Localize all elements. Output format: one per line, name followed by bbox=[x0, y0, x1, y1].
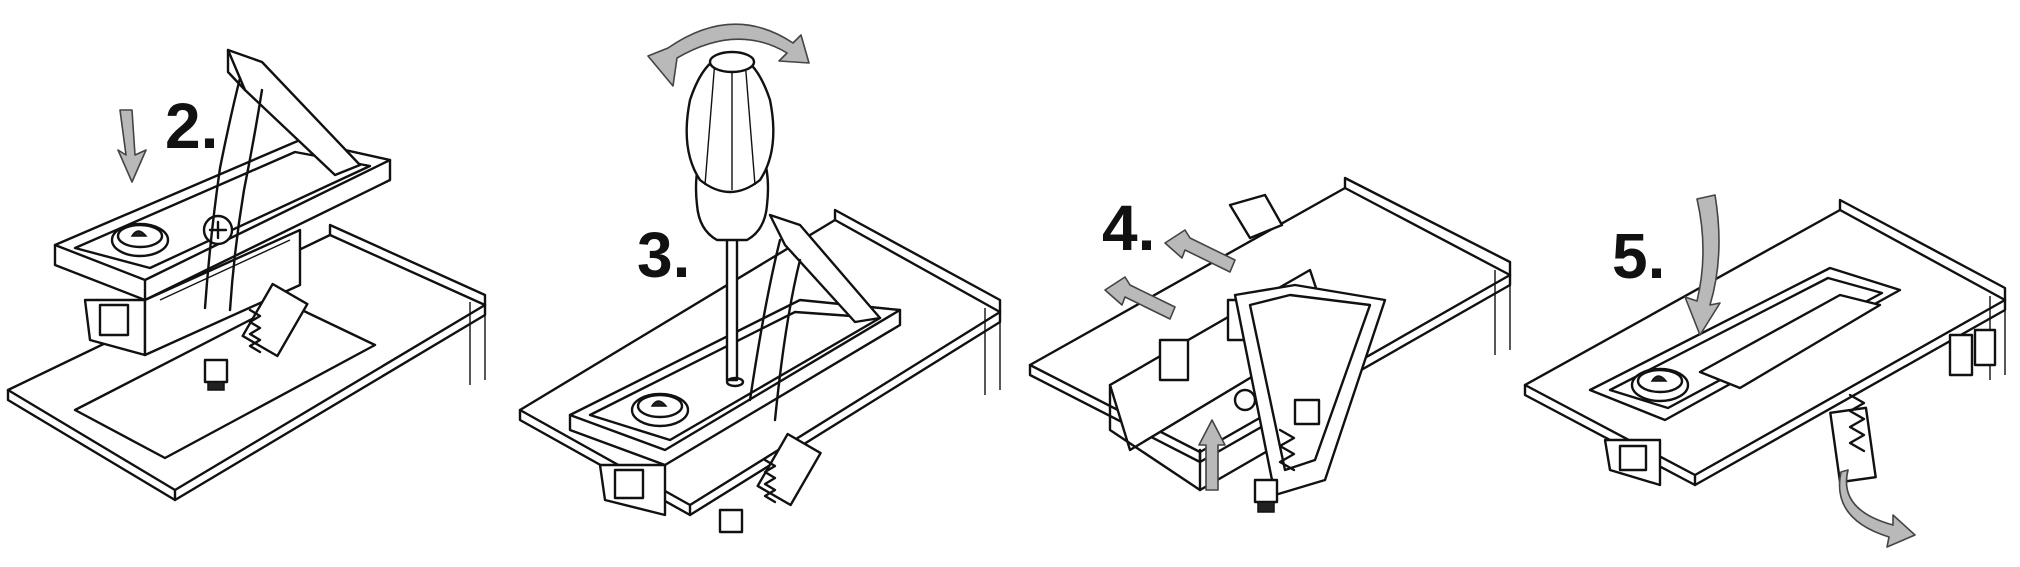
screwdriver bbox=[685, 50, 775, 388]
rotation-arrow-icon bbox=[647, 23, 810, 87]
step-5-latch-closed bbox=[1588, 266, 1997, 487]
step-3-panel: 3. bbox=[518, 23, 1002, 534]
step-5-panel: 5. bbox=[1523, 194, 2007, 548]
step-5-label: 5. bbox=[1612, 220, 1665, 292]
step-4-panel: 4. bbox=[1028, 176, 1512, 513]
up-arrow-icon bbox=[1198, 419, 1226, 491]
slide-arrow-icon bbox=[1164, 229, 1236, 273]
slide-arrow-icon bbox=[1104, 276, 1176, 320]
down-arrow-icon bbox=[117, 109, 147, 183]
step-4-label: 4. bbox=[1102, 192, 1155, 264]
curved-arrow-icon bbox=[1684, 194, 1721, 336]
step-2-latch-housing bbox=[53, 48, 392, 391]
step-2-panel: 2. bbox=[6, 48, 487, 502]
step-2-label: 2. bbox=[165, 90, 218, 162]
step-4-latch-housing-underside bbox=[1108, 193, 1387, 513]
step-3-label: 3. bbox=[637, 219, 690, 291]
rotation-arrow-icon bbox=[1838, 469, 1916, 548]
